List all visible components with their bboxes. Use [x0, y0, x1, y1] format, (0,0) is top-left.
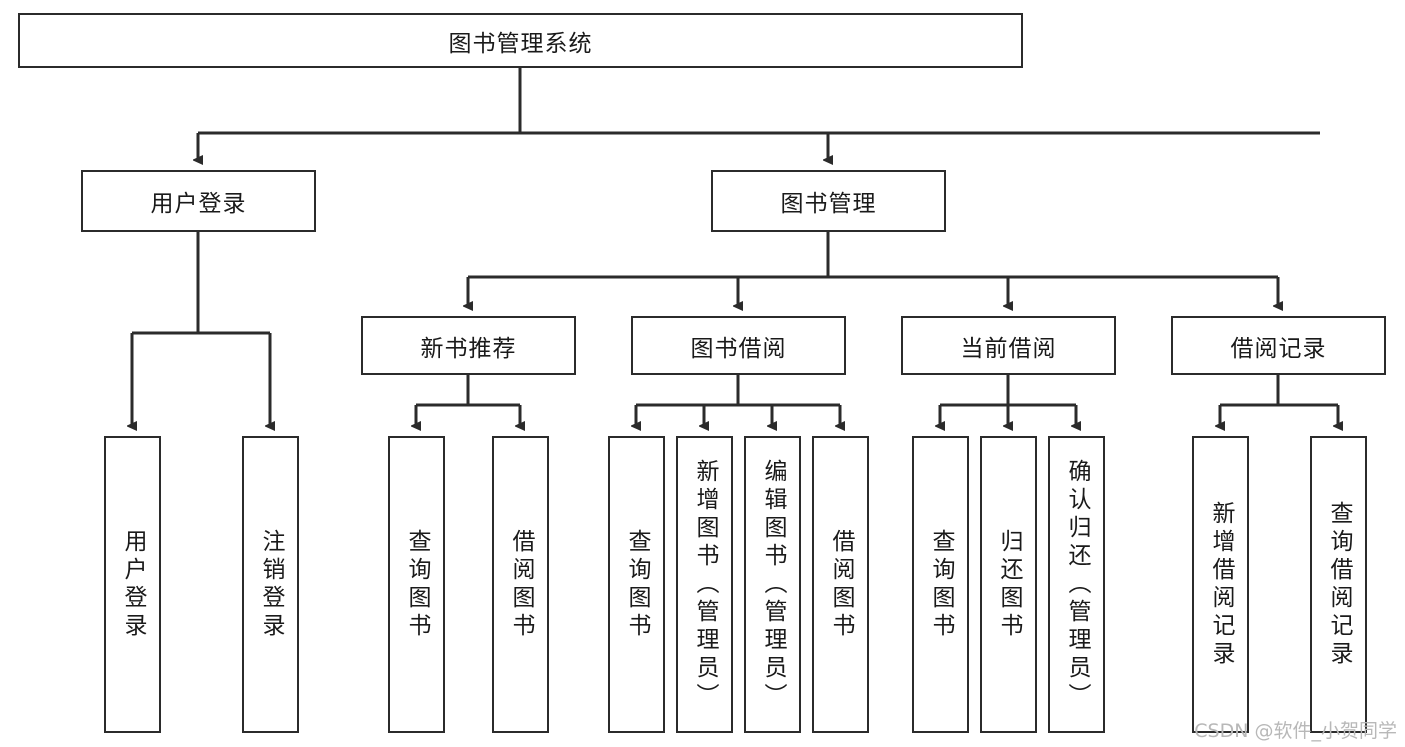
node-leaf-query-book-2-label: 查询图书: [624, 528, 650, 641]
node-leaf-confirm-return[interactable]: 确认归还（管理员）: [1048, 436, 1105, 733]
node-user-login[interactable]: 用户登录: [81, 170, 316, 232]
node-leaf-confirm-return-label: 确认归还（管理员）: [1064, 458, 1090, 711]
node-new-book-recommend-label: 新书推荐: [420, 335, 517, 362]
node-book-borrow[interactable]: 图书借阅: [631, 316, 846, 375]
node-leaf-add-record[interactable]: 新增借阅记录: [1192, 436, 1249, 733]
node-root[interactable]: 图书管理系统: [18, 13, 1023, 68]
node-leaf-query-book-2[interactable]: 查询图书: [608, 436, 665, 733]
node-leaf-query-record[interactable]: 查询借阅记录: [1310, 436, 1367, 733]
node-leaf-borrow-book-1[interactable]: 借阅图书: [492, 436, 549, 733]
node-current-borrow[interactable]: 当前借阅: [901, 316, 1116, 375]
node-leaf-return-book[interactable]: 归还图书: [980, 436, 1037, 733]
watermark-text: CSDN @软件_小贺同学: [1194, 720, 1397, 742]
node-leaf-user-login-label: 用户登录: [120, 528, 146, 641]
node-leaf-borrow-book-2-label: 借阅图书: [828, 528, 854, 641]
node-root-label: 图书管理系统: [448, 30, 593, 57]
node-leaf-logout-login-label: 注销登录: [258, 528, 284, 641]
node-leaf-logout-login[interactable]: 注销登录: [242, 436, 299, 733]
node-leaf-query-book-3-label: 查询图书: [928, 528, 954, 641]
node-book-manage-label: 图书管理: [780, 191, 877, 217]
node-leaf-query-book-1-label: 查询图书: [404, 528, 430, 641]
node-leaf-borrow-book-1-label: 借阅图书: [508, 528, 534, 641]
node-leaf-add-book-label: 新增图书（管理员）: [692, 458, 718, 711]
node-leaf-borrow-book-2[interactable]: 借阅图书: [812, 436, 869, 733]
node-user-login-label: 用户登录: [150, 191, 247, 217]
node-leaf-query-book-3[interactable]: 查询图书: [912, 436, 969, 733]
node-new-book-recommend[interactable]: 新书推荐: [361, 316, 576, 375]
node-borrow-record-label: 借阅记录: [1230, 335, 1327, 362]
node-leaf-user-login[interactable]: 用户登录: [104, 436, 161, 733]
node-leaf-add-book[interactable]: 新增图书（管理员）: [676, 436, 733, 733]
node-book-manage[interactable]: 图书管理: [711, 170, 946, 232]
node-book-borrow-label: 图书借阅: [690, 335, 787, 362]
node-leaf-return-book-label: 归还图书: [996, 528, 1022, 641]
node-borrow-record[interactable]: 借阅记录: [1171, 316, 1386, 375]
node-current-borrow-label: 当前借阅: [960, 335, 1057, 362]
node-leaf-add-record-label: 新增借阅记录: [1208, 500, 1234, 669]
node-leaf-edit-book[interactable]: 编辑图书（管理员）: [744, 436, 801, 733]
node-leaf-edit-book-label: 编辑图书（管理员）: [760, 458, 786, 711]
node-leaf-query-record-label: 查询借阅记录: [1326, 500, 1352, 669]
node-leaf-query-book-1[interactable]: 查询图书: [388, 436, 445, 733]
